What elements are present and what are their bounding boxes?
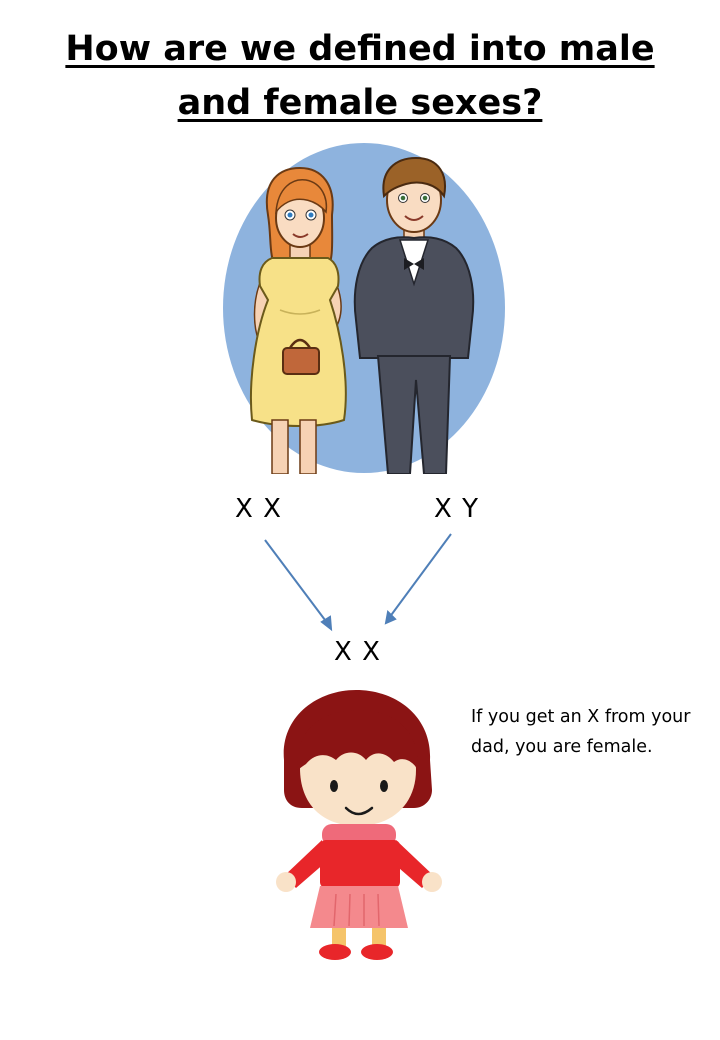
arrow-from-father (388, 533, 452, 619)
woman-figure (249, 166, 347, 474)
caption-line-1: If you get an X from your (471, 707, 691, 727)
man-figure (353, 156, 475, 474)
arrow-from-mother (264, 539, 329, 625)
explanation-caption: If you get an X from your dad, you are f… (471, 702, 720, 762)
child-chromosomes-label: X X (334, 637, 381, 667)
father-chromosomes-label: X Y (434, 494, 479, 524)
title-line-1: How are we defined into male (65, 29, 655, 69)
caption-line-2: dad, you are female. (471, 737, 653, 757)
page-title: How are we defined into male and female … (0, 22, 720, 130)
mother-chromosomes-label: X X (235, 494, 282, 524)
inheritance-arrows (264, 533, 452, 632)
title-line-2: and female sexes? (177, 83, 543, 123)
